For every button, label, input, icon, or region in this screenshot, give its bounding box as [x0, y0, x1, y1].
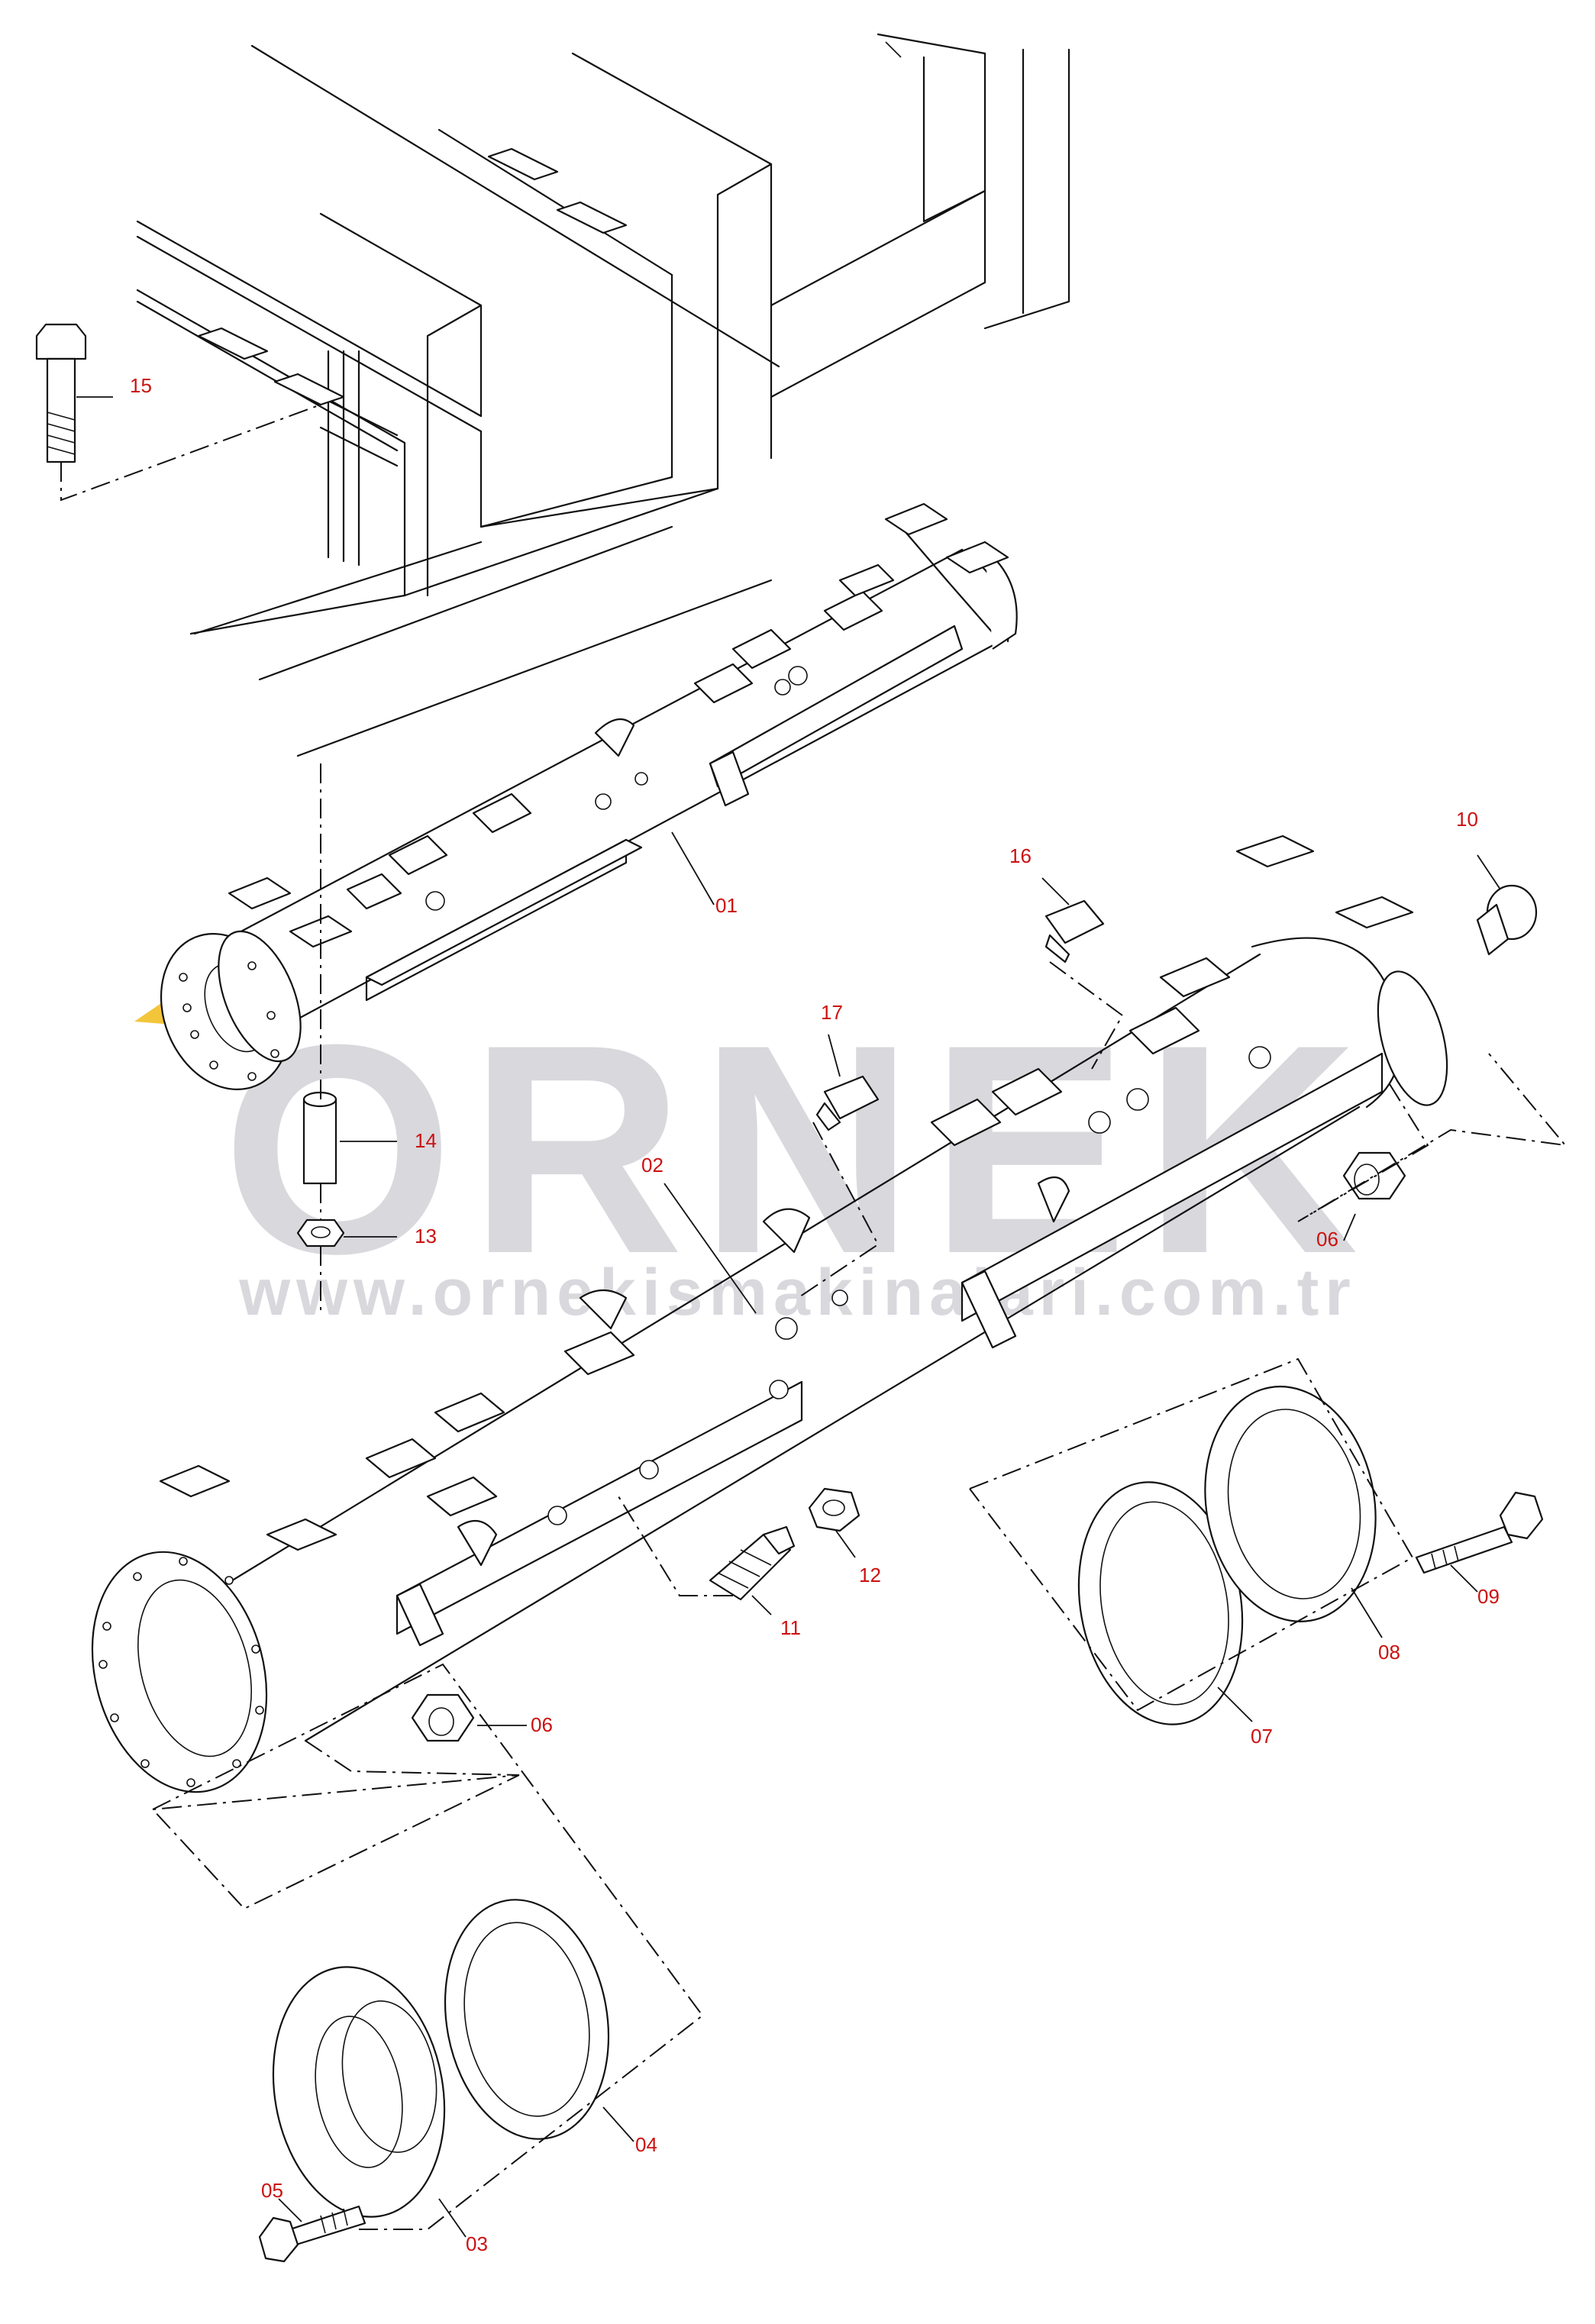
nut-13 — [296, 1218, 397, 1248]
axle-housing-01 — [160, 502, 1018, 1090]
callout-06-left: 06 — [531, 1713, 553, 1736]
callout-14: 14 — [415, 1129, 437, 1152]
callout-17: 17 — [821, 1001, 843, 1024]
axle-housing-02 — [91, 834, 1448, 1793]
callout-02: 02 — [641, 1154, 664, 1177]
gasket-07 — [1077, 1481, 1253, 1725]
watermark-url: www.ornekismakinalari.com.tr — [238, 1256, 1356, 1329]
flange-03 — [272, 1966, 467, 2238]
machine-frame — [136, 33, 1070, 757]
callout-09: 09 — [1477, 1585, 1500, 1608]
callout-01: 01 — [715, 894, 738, 917]
callout-16: 16 — [1009, 844, 1032, 867]
breather-10 — [1476, 854, 1538, 956]
callout-labels: 01 02 03 04 05 06 06 07 08 09 10 11 12 1… — [130, 374, 1500, 2255]
callout-13: 13 — [415, 1225, 437, 1248]
callout-12: 12 — [859, 1564, 881, 1586]
gasket-04 — [444, 1899, 634, 2142]
callout-04: 04 — [635, 2133, 657, 2156]
nut-06-right — [1297, 1053, 1568, 1241]
callout-08: 08 — [1378, 1641, 1400, 1664]
screw-17 — [797, 1034, 880, 1299]
callout-11: 11 — [780, 1616, 801, 1639]
bolt-05 — [152, 1663, 704, 2263]
bolt-15 — [35, 323, 321, 502]
callout-07: 07 — [1251, 1725, 1273, 1748]
fitting-11 — [618, 1496, 796, 1616]
nut-06-left — [150, 1693, 527, 1910]
callout-03: 03 — [466, 2232, 488, 2255]
bolt-09 — [969, 1357, 1544, 1712]
callout-10: 10 — [1456, 808, 1478, 831]
screw-16 — [1041, 877, 1124, 1070]
callout-05: 05 — [261, 2179, 283, 2202]
flange-08 — [1204, 1386, 1383, 1638]
callout-15: 15 — [130, 374, 152, 397]
cap-12 — [808, 1487, 860, 1558]
callout-06-right: 06 — [1316, 1228, 1338, 1251]
